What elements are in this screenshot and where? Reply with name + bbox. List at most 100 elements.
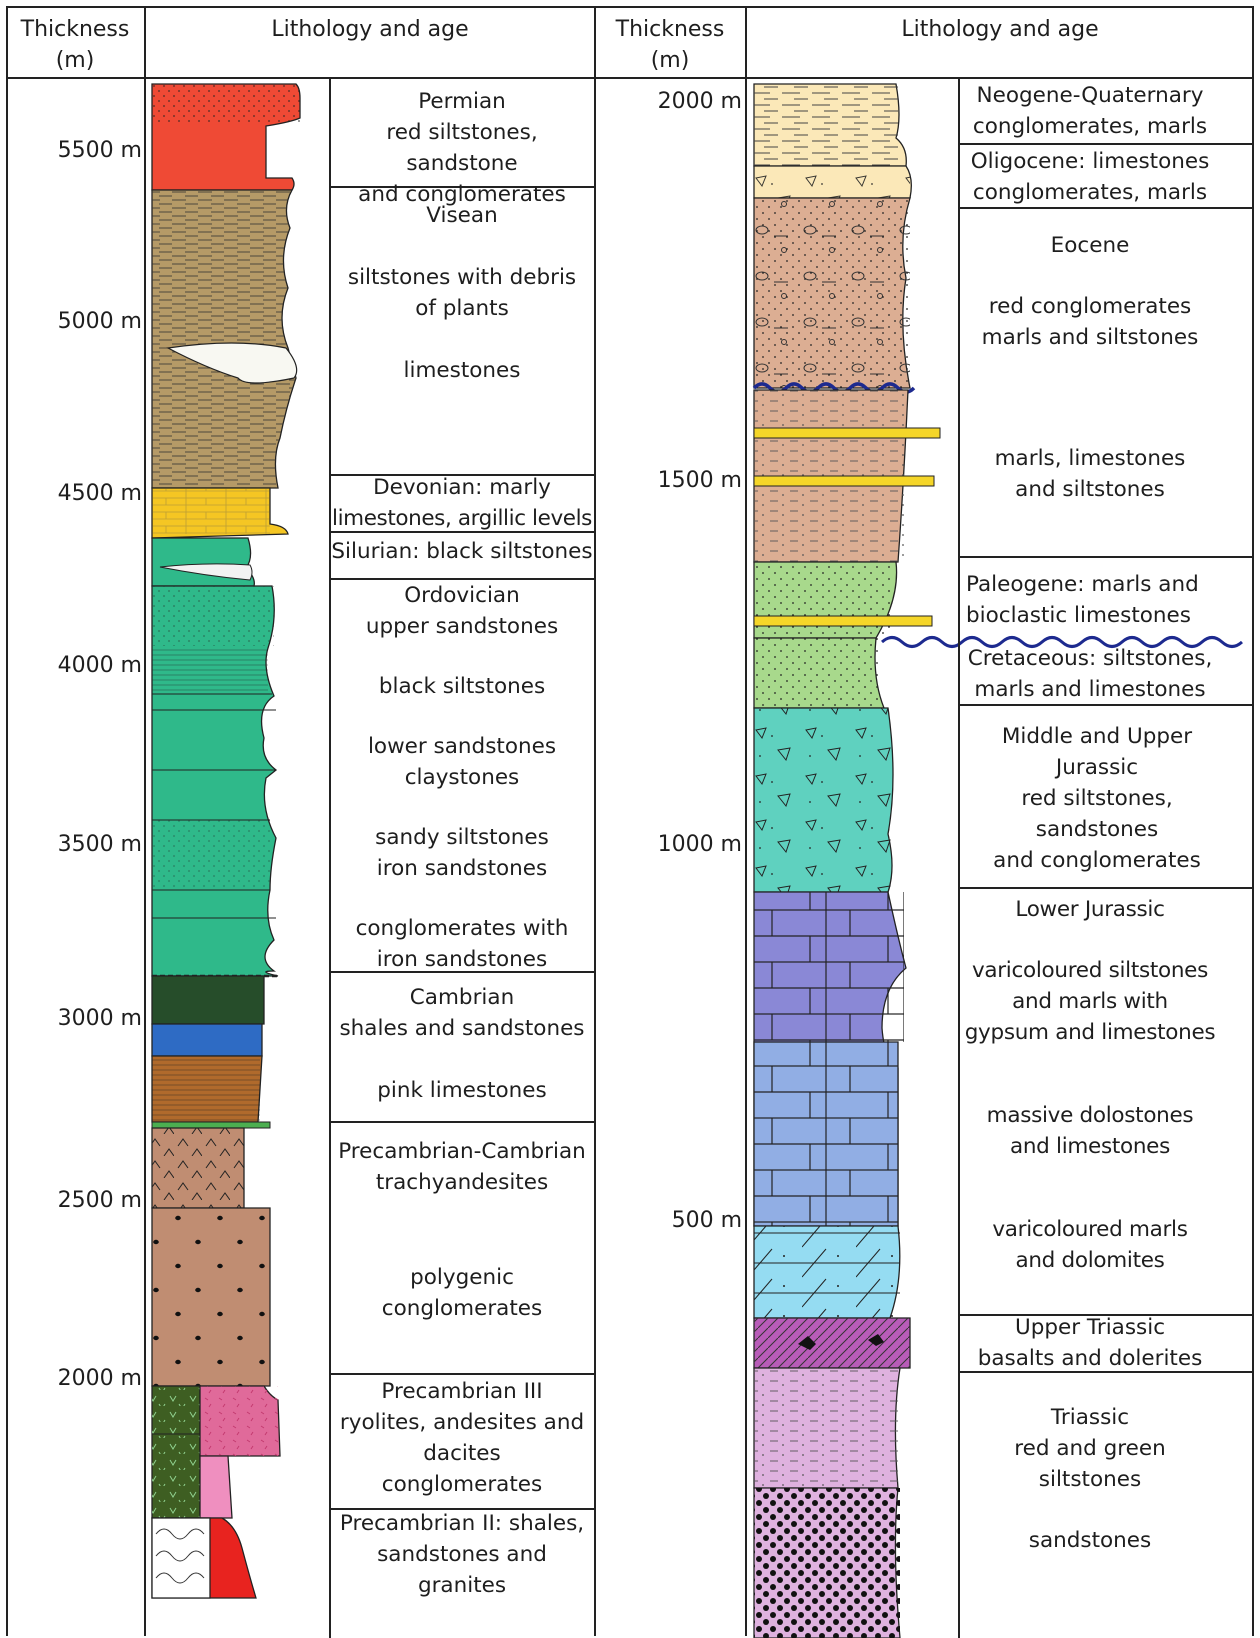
description-line: siltstones with debris: [330, 262, 594, 293]
description-line: [330, 884, 594, 913]
column-divider: [594, 6, 596, 1636]
description-line: trachyandesites: [330, 1167, 594, 1198]
unit-description-precambrian-iii: Precambrian III ryolites, andesites and …: [330, 1376, 594, 1500]
description-line: [330, 1044, 594, 1075]
description-line: [959, 925, 1221, 955]
description-line: pink limestones: [330, 1075, 594, 1106]
description-line: conglomerates, marls: [959, 111, 1221, 142]
description-line: [330, 702, 594, 731]
description-line: red siltstones, sandstone: [330, 117, 594, 179]
depth-label: 2000 m: [596, 89, 742, 115]
table-top-border: [6, 6, 1254, 8]
unit-description-eocene: Eocene red conglomerates marls and silts…: [959, 230, 1221, 505]
depth-label: 3000 m: [6, 1006, 142, 1032]
unit-description-devonian: Devonian: marly limestones, argillic lev…: [330, 472, 594, 534]
description-line: Devonian: marly: [330, 472, 594, 503]
unit-description-precambrian-ii: Precambrian II: shales, sandstones and g…: [330, 1508, 594, 1601]
thickness-unit: (m): [595, 45, 745, 76]
description-line: marls and siltstones: [959, 322, 1221, 353]
description-line: [959, 383, 1221, 413]
stratigraphic-column-figure: Thickness (m) Lithology and age Thicknes…: [6, 6, 1254, 1636]
description-line: Neogene-Quaternary: [959, 80, 1221, 111]
description-line: Jurassic: [966, 752, 1228, 783]
unit-description-permian: Permian red siltstones, sandstone and co…: [330, 86, 594, 210]
thickness-label: Thickness: [6, 14, 144, 45]
description-line: and marls with: [959, 986, 1221, 1017]
thickness-header-2: Thickness (m): [595, 14, 745, 76]
description-line: claystones: [330, 762, 594, 793]
description-line: Silurian: black siltstones: [330, 536, 594, 567]
depth-label: 4000 m: [6, 653, 142, 679]
description-line: [330, 1230, 594, 1262]
description-line: [959, 1495, 1221, 1525]
unit-description-triassic: Triassic red and green siltstones sandst…: [959, 1402, 1221, 1556]
description-line: basalts and dolerites: [959, 1343, 1221, 1374]
unit-description-visean: Visean siltstones with debris of plants …: [330, 200, 594, 386]
unit-divider: [958, 887, 1252, 889]
description-line: and conglomerates: [966, 845, 1228, 876]
right-lithology-log: [748, 78, 968, 1638]
description-line: Eocene: [959, 230, 1221, 261]
lithology-label: Lithology and age: [145, 14, 595, 45]
description-line: red and green: [959, 1433, 1221, 1464]
description-line: conglomerates, marls: [959, 177, 1221, 208]
lithology-header-2: Lithology and age: [746, 14, 1254, 45]
depth-label: 1500 m: [596, 468, 742, 494]
description-line: [330, 231, 594, 262]
table-right-border: [1252, 6, 1254, 1636]
depth-label: 2500 m: [6, 1188, 142, 1214]
description-line: lower sandstones: [330, 731, 594, 762]
description-line: sandstones: [959, 1525, 1221, 1556]
description-line: red conglomerates: [959, 291, 1221, 322]
description-line: Upper Triassic: [959, 1312, 1221, 1343]
description-line: sandstones and granites: [330, 1539, 594, 1601]
unit-description-paleogene: Paleogene: marls and bioclastic limeston…: [966, 569, 1226, 631]
column-divider: [745, 6, 747, 1636]
description-line: Triassic: [959, 1402, 1221, 1433]
description-line: conglomerates: [330, 1469, 594, 1500]
description-line: Precambrian II: shales,: [330, 1508, 594, 1539]
description-line: [959, 261, 1221, 291]
description-line: [330, 1198, 594, 1230]
description-line: Middle and Upper: [966, 721, 1228, 752]
thickness-unit: (m): [6, 45, 144, 76]
description-line: Permian: [330, 86, 594, 117]
description-line: upper sandstones: [330, 611, 594, 642]
thickness-header-1: Thickness (m): [6, 14, 144, 76]
description-line: Ordovician: [330, 580, 594, 611]
description-line: siltstones: [959, 1464, 1221, 1495]
description-line: [330, 324, 594, 355]
description-line: [959, 1048, 1221, 1074]
unit-description-lower-jurassic: Lower Jurassic varicoloured siltstones a…: [959, 894, 1221, 1276]
depth-label: 3500 m: [6, 832, 142, 858]
description-line: varicoloured siltstones: [959, 955, 1221, 986]
description-line: varicoloured marls: [959, 1214, 1221, 1245]
description-line: Oligocene: limestones: [959, 146, 1221, 177]
unit-description-upper-triassic: Upper Triassic basalts and dolerites: [959, 1312, 1221, 1374]
description-line: Cambrian: [330, 982, 594, 1013]
description-line: Lower Jurassic: [959, 894, 1221, 925]
description-line: gypsum and limestones: [959, 1017, 1221, 1048]
description-line: sandy siltstones: [330, 822, 594, 853]
depth-label: 5000 m: [6, 309, 142, 335]
description-line: [330, 793, 594, 822]
description-line: of plants: [330, 293, 594, 324]
description-line: limestones: [330, 355, 594, 386]
unit-divider: [958, 143, 1252, 145]
lithology-label: Lithology and age: [746, 14, 1254, 45]
description-line: and limestones: [959, 1131, 1221, 1162]
description-line: shales and sandstones: [330, 1013, 594, 1044]
unit-description-cretaceous: Cretaceous: siltstones, marls and limest…: [959, 643, 1221, 705]
unit-description-neogene-quaternary: Neogene-Quaternary conglomerates, marls: [959, 80, 1221, 142]
description-line: and siltstones: [959, 474, 1221, 505]
description-line: Precambrian III: [330, 1376, 594, 1407]
description-line: massive dolostones: [959, 1100, 1221, 1131]
description-line: [330, 642, 594, 671]
unit-description-oligocene: Oligocene: limestones conglomerates, mar…: [959, 146, 1221, 208]
description-line: marls, limestones: [959, 443, 1221, 474]
description-line: and dolomites: [959, 1245, 1221, 1276]
description-line: red siltstones,: [966, 783, 1228, 814]
description-line: marls and limestones: [959, 674, 1221, 705]
unit-description-precambrian-cambrian: Precambrian-Cambrian trachyandesites pol…: [330, 1136, 594, 1324]
description-line: iron sandstones: [330, 853, 594, 884]
